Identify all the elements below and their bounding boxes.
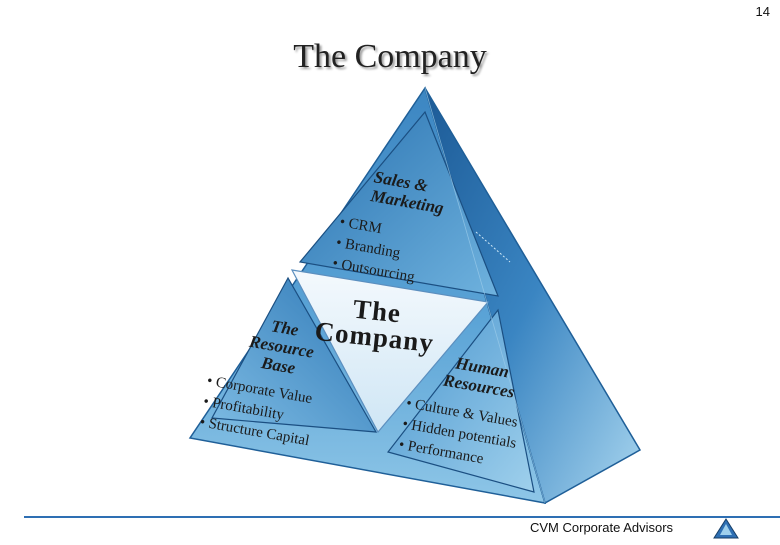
page-number: 14 xyxy=(755,4,770,19)
center-triangle xyxy=(290,269,490,434)
footer-company-name: CVM Corporate Advisors xyxy=(530,520,674,535)
slide-title: The Company xyxy=(293,38,487,75)
edge-highlight xyxy=(475,231,511,263)
footer-rule xyxy=(24,516,780,518)
left-inner-triangle xyxy=(211,276,378,433)
right-face-block: Human Resources • Culture & Values • Hid… xyxy=(398,350,530,476)
top-inner-triangle xyxy=(298,110,499,297)
left-face-block: The Resource Base • Corporate Value • Pr… xyxy=(198,308,330,452)
cvm-pyramid-logo-icon xyxy=(712,518,740,545)
edge-highlight xyxy=(424,87,546,504)
right-inner-triangle xyxy=(386,308,535,493)
center-label: The Company xyxy=(313,293,436,359)
